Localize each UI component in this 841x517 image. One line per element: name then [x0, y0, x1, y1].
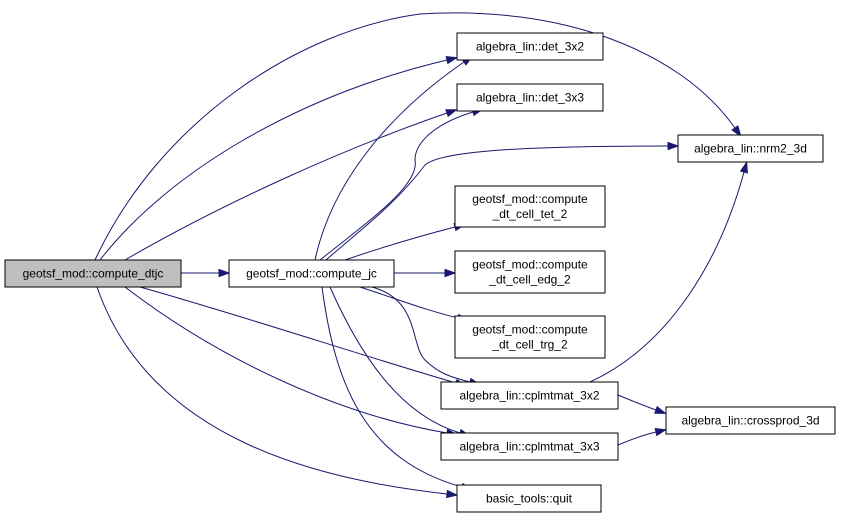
node-det-3x2[interactable]: algebra_lin::det_3x2	[456, 32, 604, 61]
node-box[interactable]	[454, 315, 606, 359]
edge-compute_jc-to-cell_trg_2	[359, 286, 470, 322]
arrowhead-icon	[445, 56, 459, 65]
node-label: geotsf_mod::compute	[472, 258, 588, 272]
node-label: basic_tools::quit	[486, 492, 573, 506]
edge-cplmtmat_3x2-to-nrm2_3d	[589, 160, 748, 383]
edge-compute_jc-to-det_3x3	[319, 108, 485, 261]
node-nrm2-3d[interactable]: algebra_lin::nrm2_3d	[677, 134, 824, 163]
node-box[interactable]	[454, 250, 606, 294]
node-box[interactable]	[228, 259, 395, 288]
node-label: geotsf_mod::compute	[472, 192, 588, 206]
node-box[interactable]	[440, 381, 619, 410]
edge-line	[589, 171, 745, 383]
node-box[interactable]	[454, 185, 606, 228]
edge-line	[344, 226, 456, 261]
node-box[interactable]	[456, 32, 604, 61]
node-quit[interactable]: basic_tools::quit	[456, 484, 602, 513]
edge-line	[617, 431, 657, 446]
edge-line	[359, 286, 459, 319]
node-label: geotsf_mod::compute	[472, 323, 588, 337]
node-label: algebra_lin::crossprod_3d	[681, 414, 819, 428]
arrowhead-icon	[739, 160, 748, 174]
edge-line	[329, 286, 461, 434]
edge-compute_dtjc-to-nrm2_3d	[94, 12, 742, 261]
edge-line	[325, 145, 669, 261]
node-compute-dtjc[interactable]: geotsf_mod::compute_dtjc	[4, 259, 182, 288]
node-cplmtmat-3x3[interactable]: algebra_lin::cplmtmat_3x3	[440, 432, 619, 461]
edge-cplmtmat_3x2-to-crossprod_3d	[617, 394, 667, 414]
node-label: geotsf_mod::compute_dtjc	[23, 267, 164, 281]
node-box[interactable]	[4, 259, 182, 288]
node-box[interactable]	[456, 484, 602, 513]
node-crossprod-3d[interactable]: algebra_lin::crossprod_3d	[665, 406, 836, 435]
edge-compute_dtjc-to-cplmtmat_3x2	[139, 286, 468, 387]
arrowhead-icon	[654, 428, 668, 437]
edge-compute_dtjc-to-compute_jc	[181, 268, 231, 278]
arrowhead-icon	[667, 141, 680, 151]
arrowhead-icon	[444, 268, 457, 278]
edge-line	[94, 12, 736, 261]
arrowhead-icon	[731, 125, 742, 138]
node-label: algebra_lin::det_3x2	[476, 40, 584, 54]
node-label: _dt_cell_tet_2	[492, 207, 568, 221]
arrowhead-icon	[446, 489, 459, 499]
edge-line	[319, 111, 474, 261]
node-box[interactable]	[677, 134, 824, 163]
node-compute-jc[interactable]: geotsf_mod::compute_jc	[228, 259, 395, 288]
edge-line	[124, 112, 448, 261]
edge-line	[314, 61, 465, 261]
edge-compute_dtjc-to-quit	[96, 286, 459, 499]
arrowhead-icon	[218, 268, 231, 278]
node-cell-edg-2[interactable]: geotsf_mod::compute_dt_cell_edg_2	[454, 250, 606, 294]
edge-compute_dtjc-to-det_3x3	[124, 109, 458, 261]
node-label: algebra_lin::cplmtmat_3x3	[459, 440, 599, 454]
node-det-3x3[interactable]: algebra_lin::det_3x3	[456, 83, 604, 112]
edge-compute_jc-to-cplmtmat_3x3	[329, 286, 472, 437]
edge-line	[99, 59, 448, 261]
edge-line	[96, 286, 448, 495]
edge-line	[124, 286, 448, 434]
node-label: _dt_cell_trg_2	[491, 338, 568, 352]
node-label: geotsf_mod::compute_jc	[246, 267, 377, 281]
edges-layer	[94, 12, 748, 499]
node-label: algebra_lin::det_3x3	[476, 91, 584, 105]
node-cell-trg-2[interactable]: geotsf_mod::compute_dt_cell_trg_2	[454, 315, 606, 359]
edge-line	[321, 286, 463, 488]
node-label: algebra_lin::cplmtmat_3x2	[459, 389, 599, 403]
edge-compute_dtjc-to-cplmtmat_3x3	[124, 286, 459, 438]
edge-line	[371, 286, 471, 383]
arrowhead-icon	[445, 109, 458, 118]
edge-line	[617, 394, 657, 411]
arrowhead-icon	[654, 405, 667, 414]
node-box[interactable]	[456, 83, 604, 112]
node-cell-tet-2[interactable]: geotsf_mod::compute_dt_cell_tet_2	[454, 185, 606, 228]
edge-cplmtmat_3x3-to-crossprod_3d	[617, 428, 668, 446]
node-box[interactable]	[440, 432, 619, 461]
node-cplmtmat-3x2[interactable]: algebra_lin::cplmtmat_3x2	[440, 381, 619, 410]
node-label: _dt_cell_edg_2	[488, 273, 571, 287]
edge-compute_jc-to-det_3x2	[314, 55, 474, 261]
edge-compute_dtjc-to-det_3x2	[99, 56, 459, 261]
edge-compute_jc-to-cell_edg_2	[394, 268, 457, 278]
edge-line	[139, 286, 457, 384]
edge-compute_jc-to-nrm2_3d	[325, 141, 680, 261]
node-label: algebra_lin::nrm2_3d	[694, 142, 807, 156]
node-box[interactable]	[665, 406, 836, 435]
